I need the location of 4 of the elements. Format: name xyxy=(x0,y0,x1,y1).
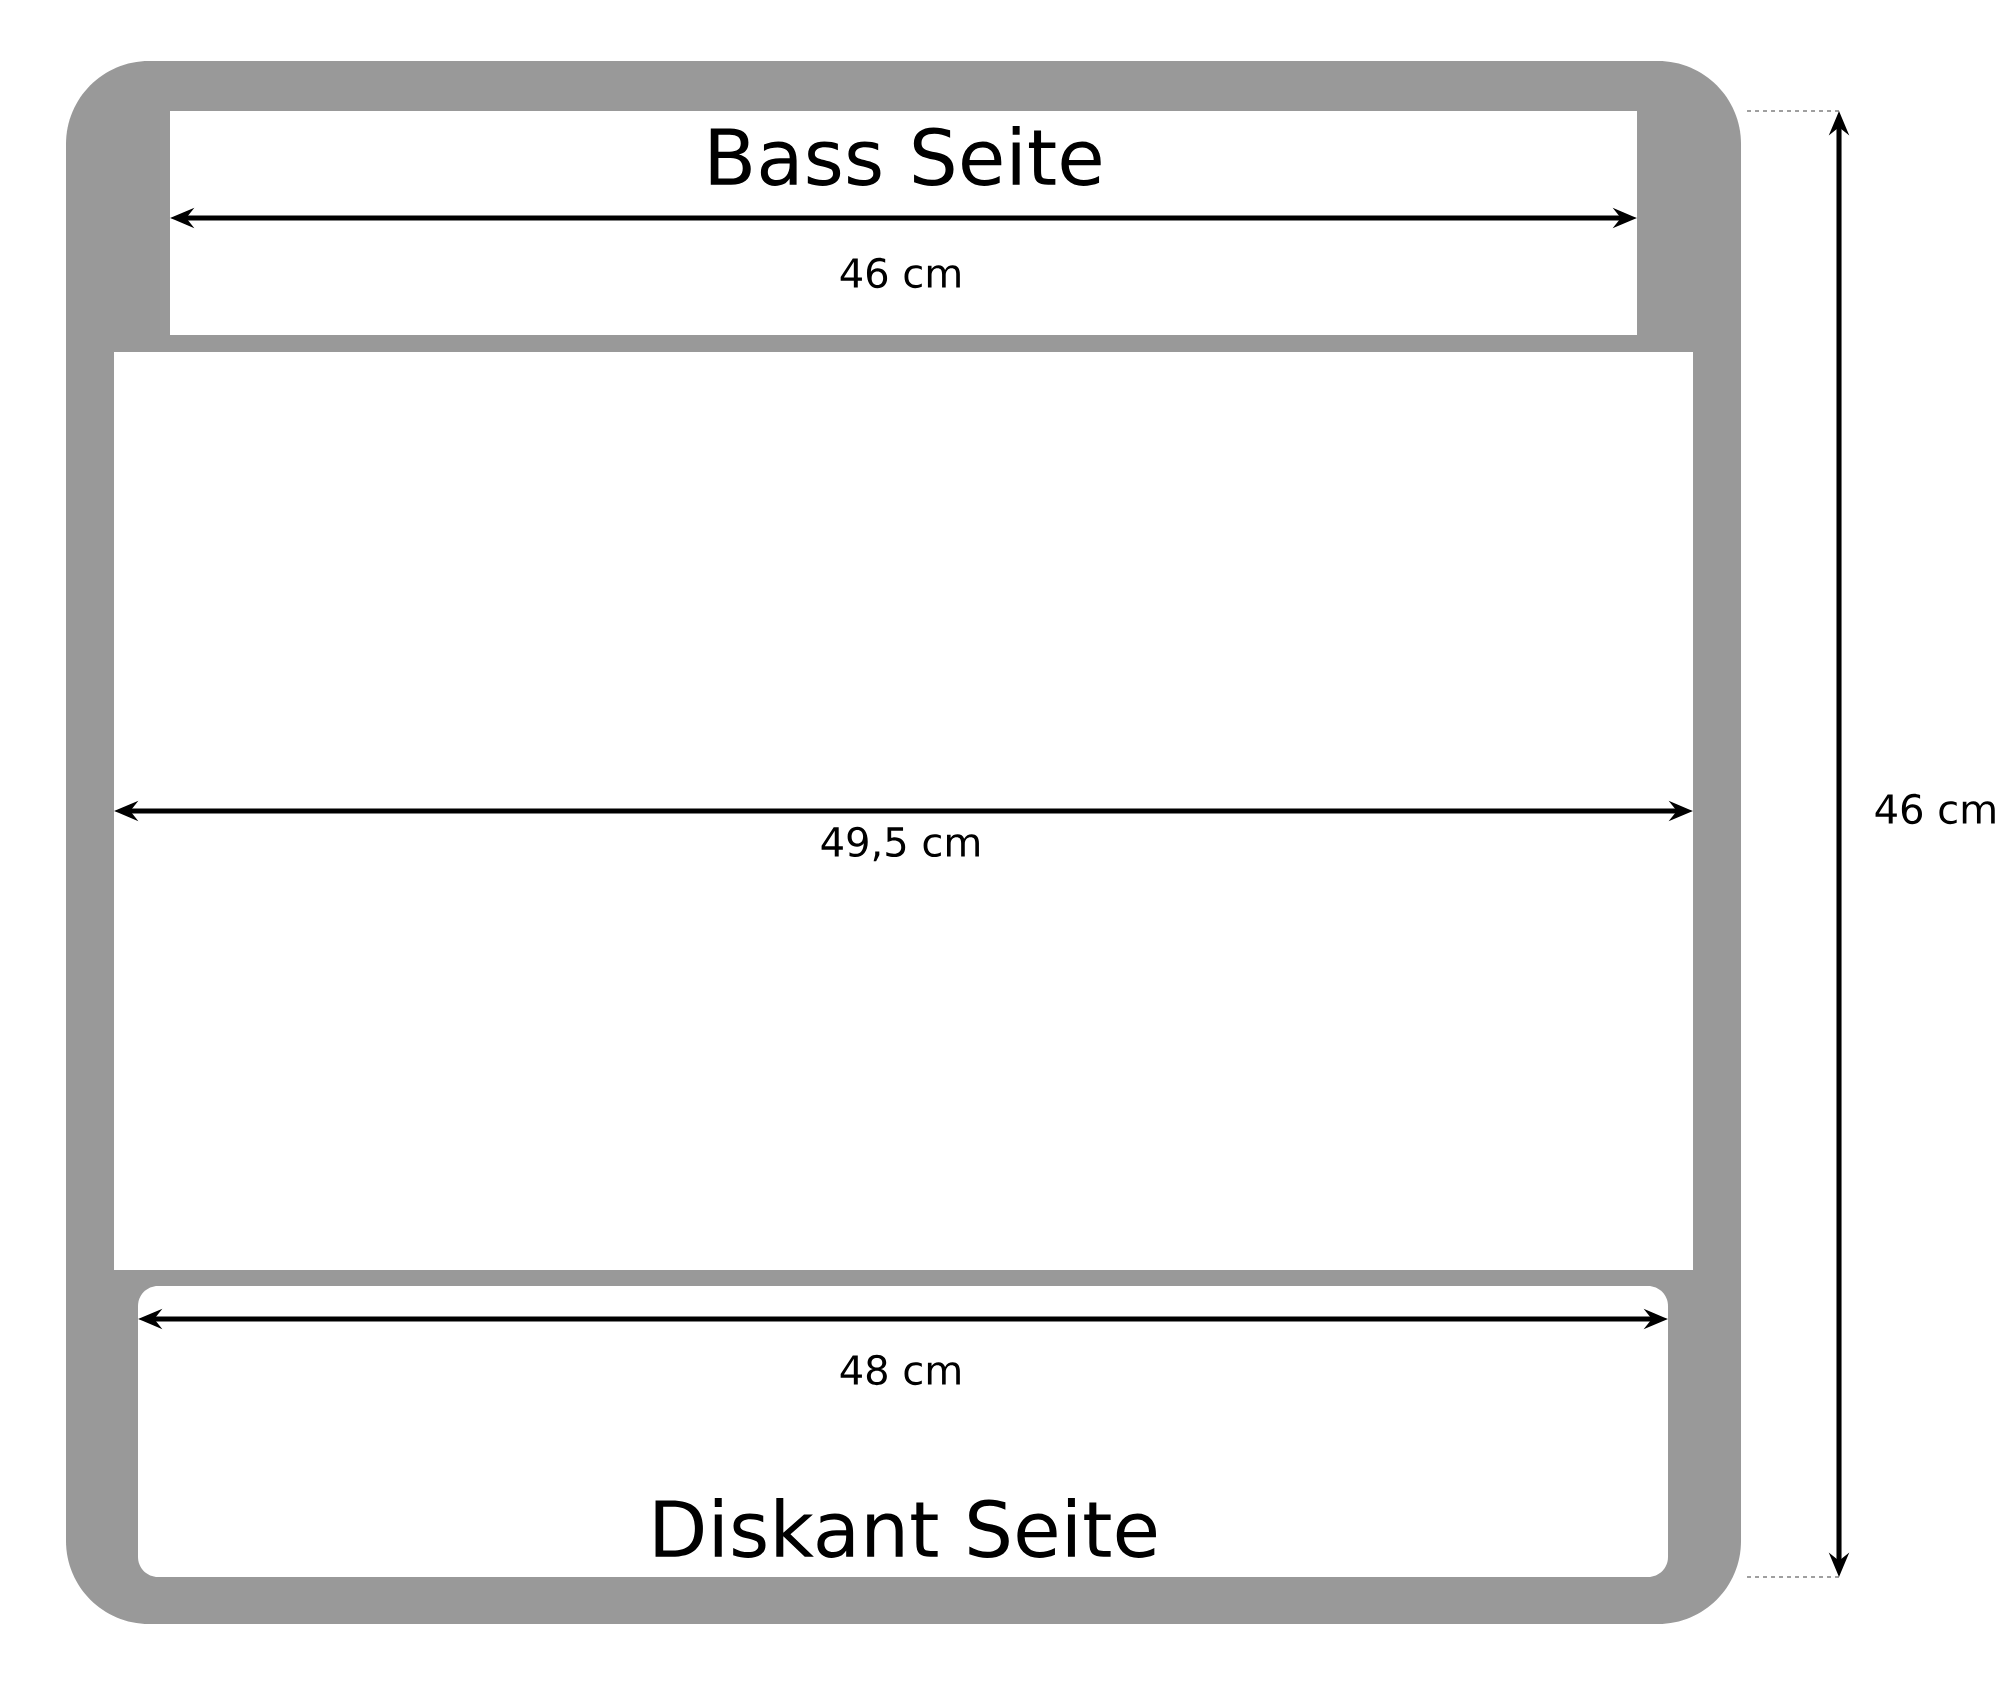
dimension-label: 49,5 cm xyxy=(821,826,979,862)
dimension-label: 46 cm xyxy=(840,257,960,289)
dimension-label: 48 cm xyxy=(840,1354,960,1386)
dimension-label: 46 cm xyxy=(1875,793,1995,825)
